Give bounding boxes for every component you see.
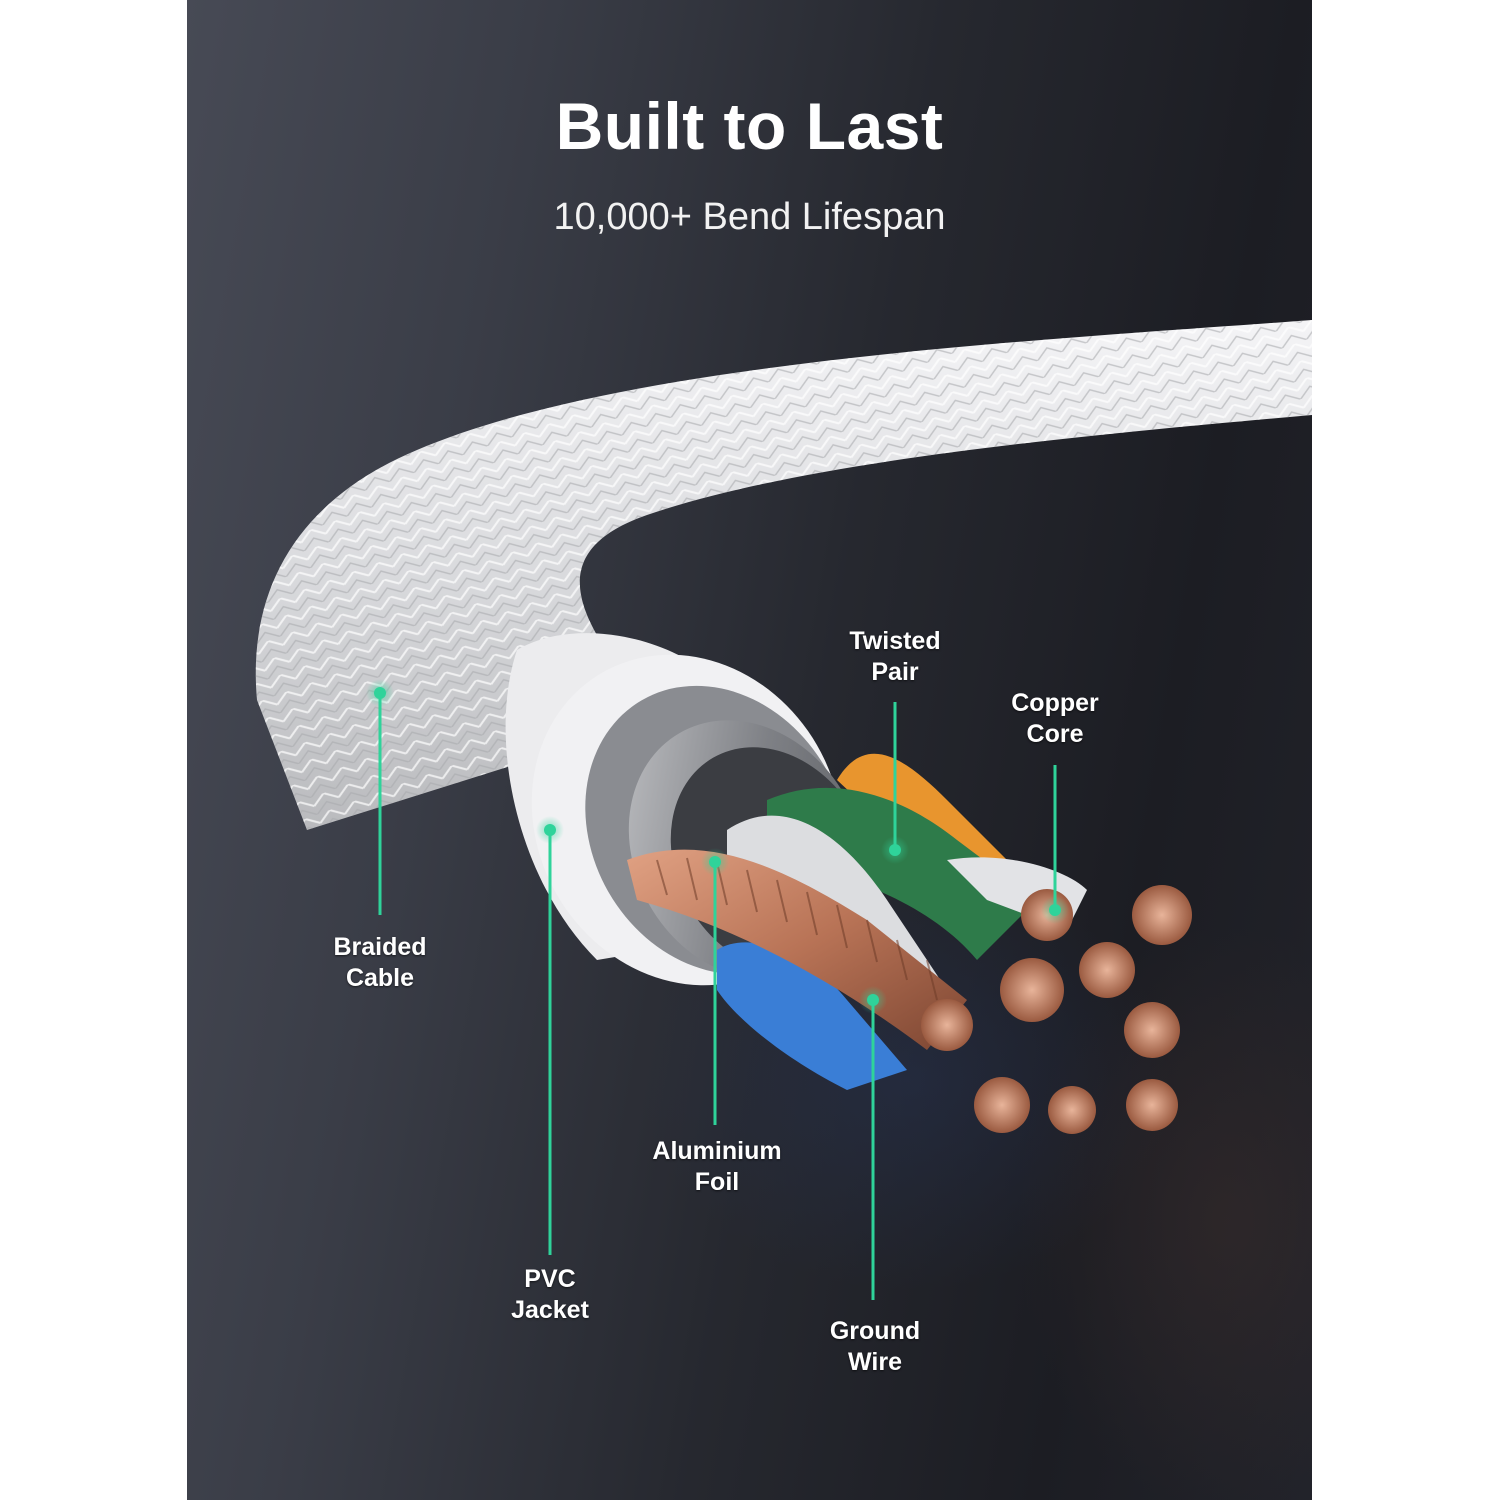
infographic-panel: Built to Last 10,000+ Bend Lifespan	[187, 0, 1312, 1500]
label-aluminium-foil: Aluminium Foil	[652, 1137, 782, 1196]
dot-ground-wire	[867, 994, 879, 1006]
subheadline: 10,000+ Bend Lifespan	[553, 196, 946, 238]
label-braided-cable: Braided Cable	[333, 933, 427, 992]
label-copper-core: Copper Core	[1011, 689, 1099, 748]
dot-twisted-pair	[889, 844, 901, 856]
dot-copper-core	[1049, 904, 1061, 916]
dot-braided-cable	[374, 687, 386, 699]
cable-illustration	[255, 320, 1312, 1300]
label-ground-wire: Ground Wire	[829, 1317, 921, 1376]
label-twisted-pair: Twisted Pair	[849, 627, 941, 686]
label-pvc-jacket: PVC Jacket	[511, 1265, 589, 1324]
dot-pvc-jacket	[544, 824, 556, 836]
callout-dots	[366, 679, 1069, 1014]
dot-aluminium-foil	[709, 856, 721, 868]
callout-leaders	[378, 693, 1057, 1300]
copper-core-ends	[921, 885, 1192, 1134]
headline: Built to Last	[555, 89, 944, 163]
